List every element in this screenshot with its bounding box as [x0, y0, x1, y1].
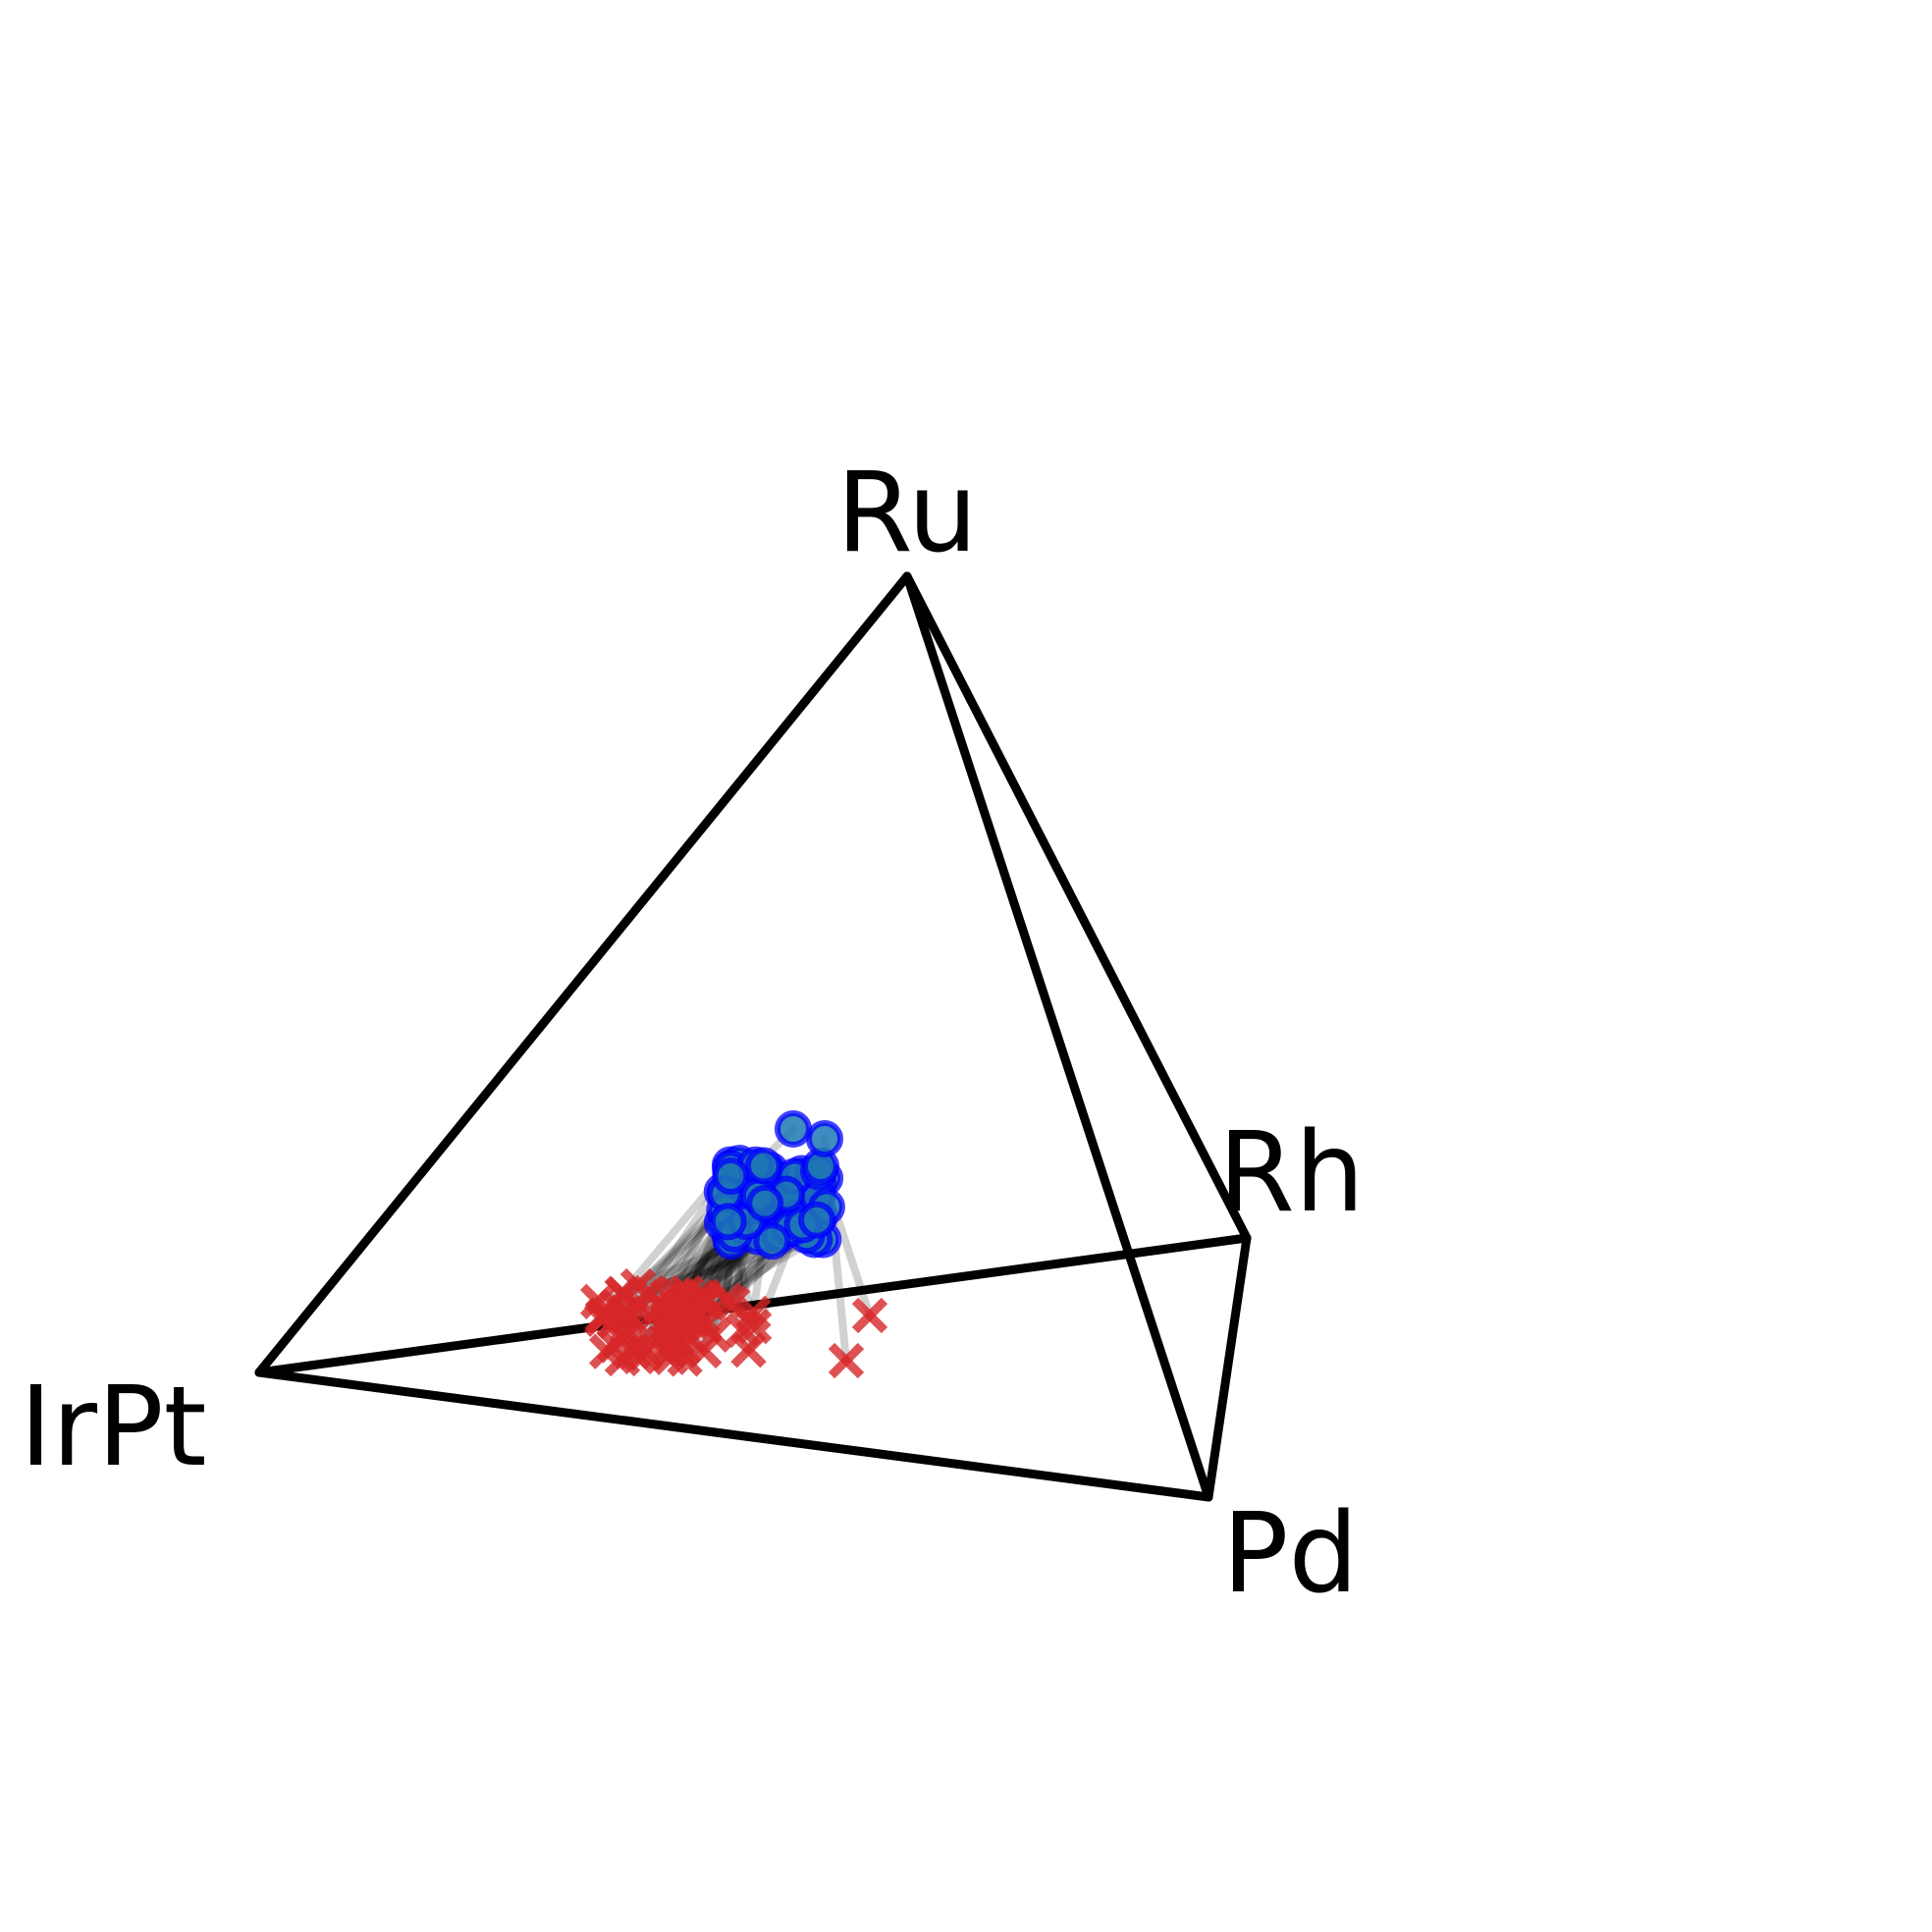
- final-marker: [744, 1147, 782, 1185]
- final-marker: [709, 1203, 747, 1241]
- edge-irpt-pd: [254, 1368, 1213, 1502]
- initial-marker: [626, 1335, 664, 1371]
- edge-irpt-rh: [254, 1233, 1252, 1377]
- edge-irpt-ru: [254, 571, 912, 1377]
- initial-marker: [851, 1297, 888, 1334]
- initial-marker: [828, 1342, 865, 1379]
- initial-marker: [652, 1311, 688, 1347]
- tetrahedron-edges: [254, 571, 1252, 1502]
- initial-marker: [619, 1267, 657, 1305]
- final-marker: [746, 1184, 784, 1222]
- vertex-label-rh: Rh: [1218, 1109, 1365, 1237]
- final-marker: [806, 1120, 843, 1157]
- initial-marker: [714, 1285, 751, 1321]
- vertex-label-irpt: IrPt: [20, 1364, 207, 1491]
- initial-composition-markers: [579, 1267, 888, 1379]
- final-composition-markers: [703, 1110, 846, 1261]
- final-marker: [798, 1201, 836, 1239]
- initial-marker: [685, 1283, 723, 1319]
- final-marker: [753, 1222, 791, 1261]
- final-marker: [712, 1157, 750, 1196]
- initial-marker: [724, 1312, 762, 1348]
- initial-marker: [667, 1341, 703, 1377]
- edge-ru-pd: [902, 571, 1213, 1502]
- final-marker: [775, 1110, 812, 1148]
- edge-rh-pd: [1204, 1233, 1252, 1502]
- edge-ru-rh: [902, 571, 1252, 1243]
- vertex-label-pd: Pd: [1222, 1490, 1359, 1618]
- vertex-label-ru: Ru: [836, 450, 978, 577]
